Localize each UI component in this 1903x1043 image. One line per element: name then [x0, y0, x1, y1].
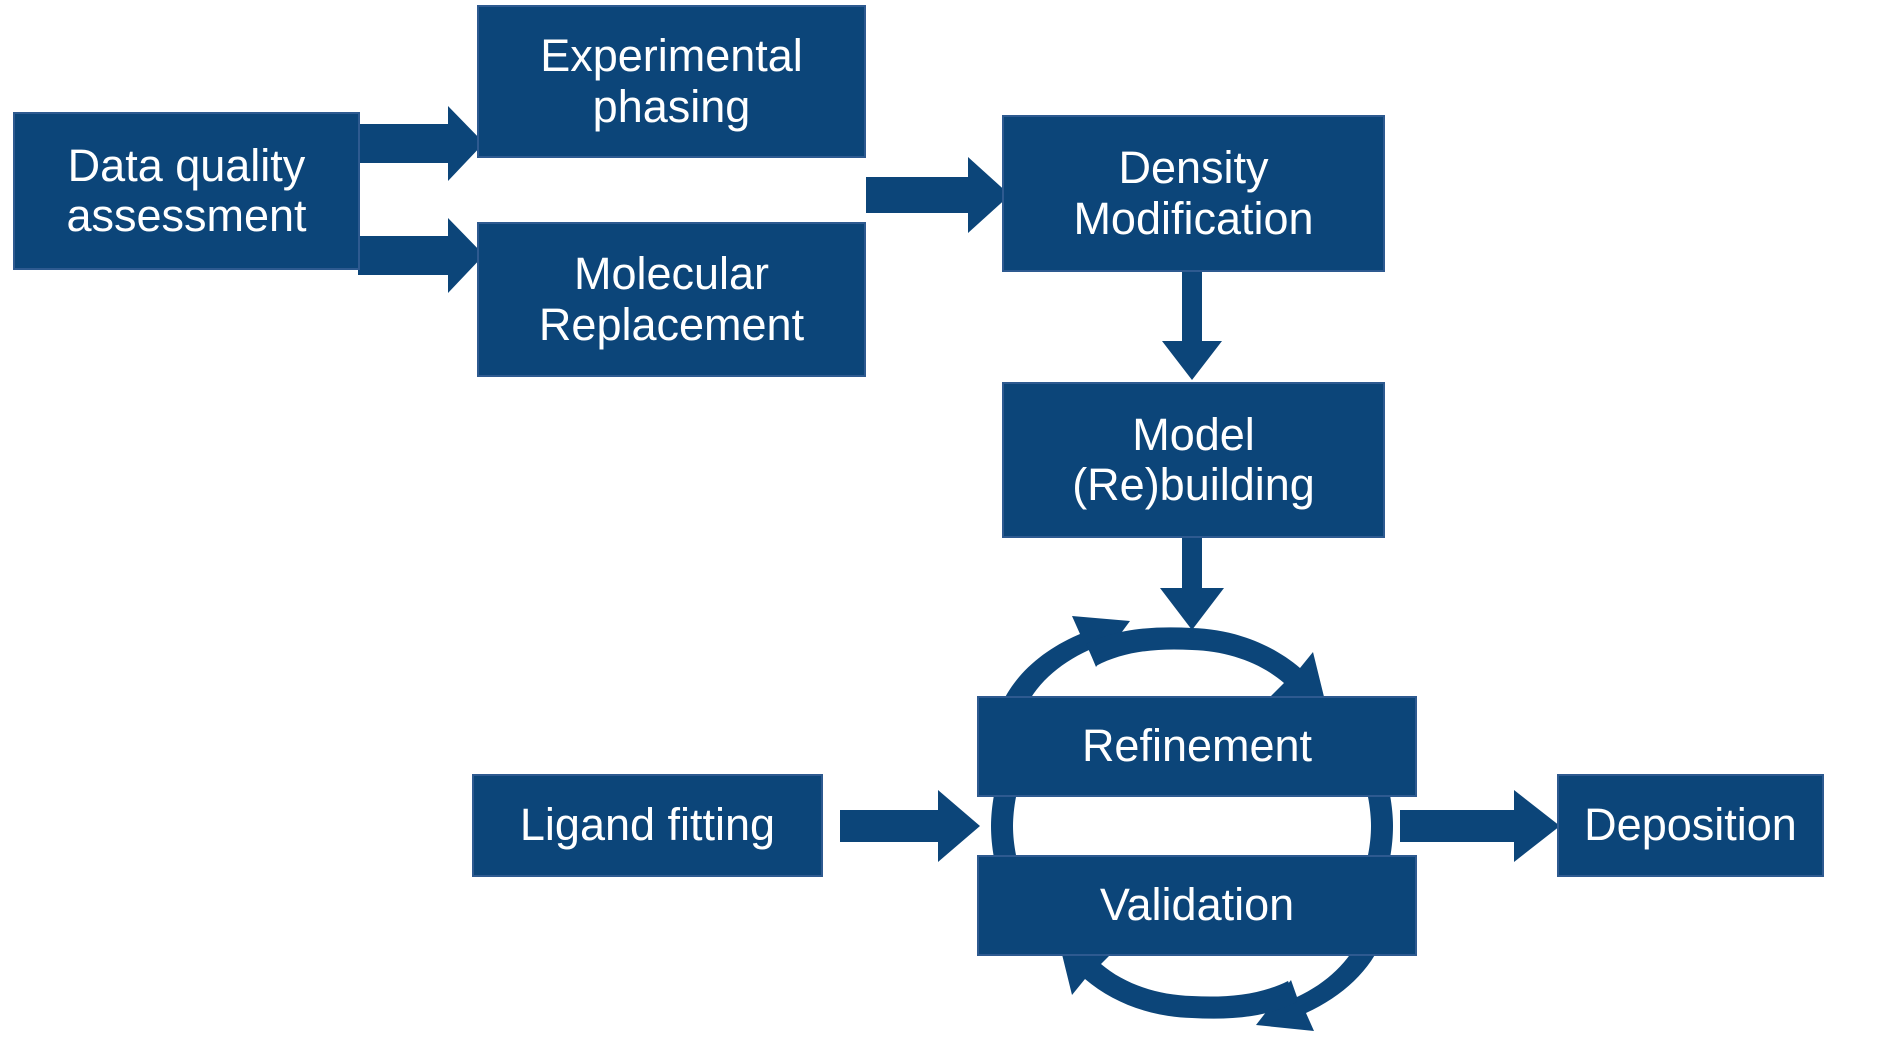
- arrow-model-rebuilding-to-cycle: [1160, 533, 1224, 630]
- node-molecular-replacement[interactable]: Molecular Replacement: [477, 222, 866, 377]
- node-refinement[interactable]: Refinement: [977, 696, 1417, 797]
- arrow-phasing-to-density-modification: [866, 157, 1010, 233]
- arrow-ligand-fitting-to-cycle: [840, 790, 980, 862]
- arrow-data-quality-to-experimental-phasing: [358, 106, 484, 181]
- cycle-loop-arrows: [991, 616, 1393, 1031]
- node-deposition[interactable]: Deposition: [1557, 774, 1824, 877]
- arrow-density-modification-to-model-rebuilding: [1162, 268, 1222, 380]
- node-data-quality-assessment[interactable]: Data quality assessment: [13, 112, 360, 270]
- node-density-modification[interactable]: Density Modification: [1002, 115, 1385, 272]
- node-ligand-fitting[interactable]: Ligand fitting: [472, 774, 823, 877]
- node-validation[interactable]: Validation: [977, 855, 1417, 956]
- arrow-cycle-to-deposition: [1400, 790, 1560, 862]
- node-model-rebuilding[interactable]: Model (Re)building: [1002, 382, 1385, 538]
- arrow-data-quality-to-molecular-replacement: [358, 218, 484, 293]
- node-experimental-phasing[interactable]: Experimental phasing: [477, 5, 866, 158]
